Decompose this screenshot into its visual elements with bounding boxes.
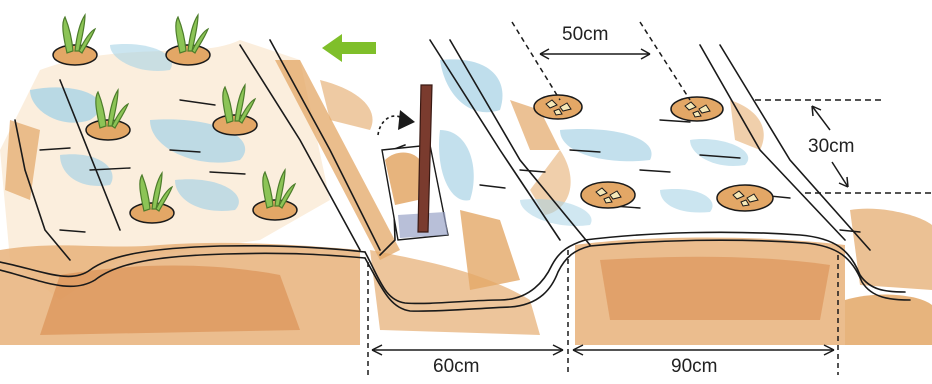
sprouting-plant-icon — [53, 15, 97, 65]
sprouting-plant-icon — [166, 15, 210, 65]
seed-potato-pieces-icon — [671, 97, 723, 121]
spacing-label: 50cm — [562, 24, 608, 45]
seed-potato-pieces-icon — [534, 95, 582, 119]
furrow-width-label: 60cm — [433, 356, 479, 377]
stake-and-board — [382, 85, 448, 240]
seed-potato-pieces-icon — [717, 185, 773, 211]
seed-potato-pieces-icon — [581, 182, 635, 208]
black-curved-arrow-icon — [378, 110, 415, 135]
bed-width-label: 90cm — [671, 356, 717, 377]
green-left-arrow-icon — [322, 34, 376, 62]
depth-label: 30cm — [808, 136, 854, 157]
